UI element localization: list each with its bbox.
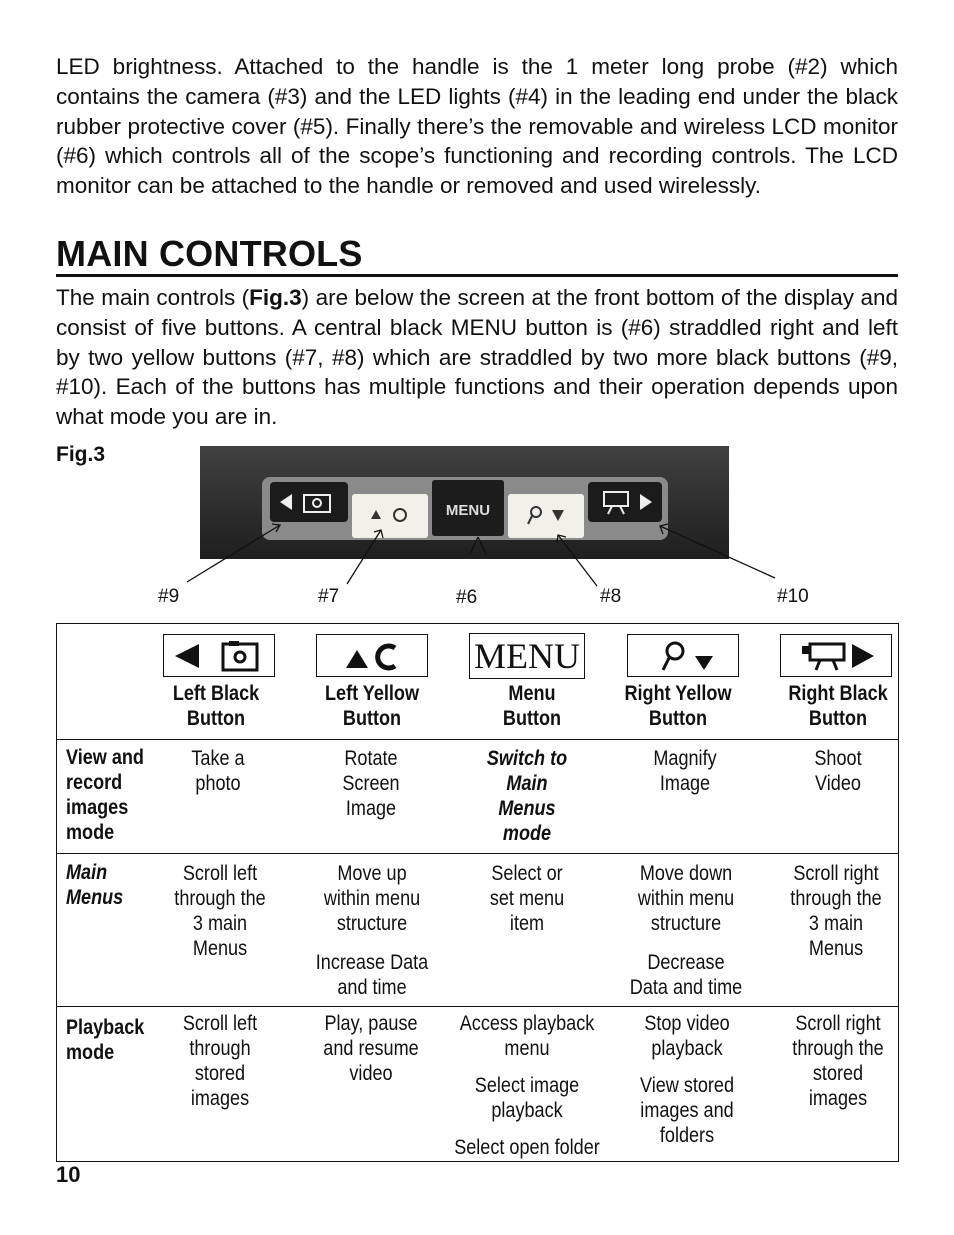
- controls-paragraph-end: ) are below the screen at the front bott…: [56, 285, 898, 430]
- callout-labels: #9 #7 #6 #8 #10: [158, 586, 809, 608]
- callout-10: #10: [777, 586, 809, 607]
- page-number: 10: [56, 1162, 81, 1187]
- video-camera-right-arrow-icon: [780, 634, 892, 677]
- callout-9: #9: [158, 586, 179, 607]
- section-heading: MAIN CONTROLS: [56, 232, 898, 277]
- controls-paragraph: The main controls (Fig.3) are below the …: [56, 283, 898, 432]
- figure-3-photo: MENU #9 #7 #6 #8 #10: [158, 446, 809, 608]
- callout-8: #8: [600, 586, 621, 607]
- menu-icon-text: MENU: [474, 636, 580, 676]
- up-arrow-rotate-icon: [316, 634, 428, 677]
- menu-button-photo: [432, 480, 504, 536]
- menu-button-photo-text: MENU: [446, 502, 490, 519]
- intro-paragraph: LED brightness. Attached to the handle i…: [56, 54, 898, 199]
- magnifier-down-arrow-icon: [627, 634, 739, 677]
- left-arrow-camera-icon: [163, 634, 275, 677]
- callout-6: #6: [456, 587, 477, 608]
- right-yellow-button-photo: [508, 494, 584, 538]
- callout-lines: [186, 523, 776, 587]
- controls-paragraph-start: The main controls (: [56, 285, 250, 310]
- figure-label: Fig.3: [56, 443, 106, 466]
- menu-text-icon: MENU: [469, 633, 585, 679]
- left-yellow-button-photo: [352, 494, 428, 538]
- fig-reference: Fig.3: [249, 285, 302, 310]
- callout-7: #7: [318, 586, 339, 607]
